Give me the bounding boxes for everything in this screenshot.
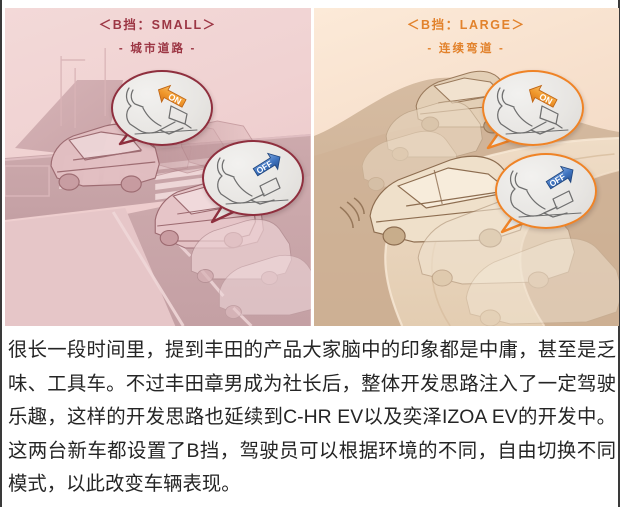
bubble-large-on[interactable]: ON — [482, 70, 584, 146]
badge-off-large: OFF — [543, 165, 577, 191]
caption-block: 很长一段时间里，提到丰田的产品大家脑中的印象都是中庸，甚至是乏味、工具车。不过丰… — [2, 330, 620, 502]
badge-on-small: ON — [155, 84, 189, 110]
caption-text: 很长一段时间里，提到丰田的产品大家脑中的印象都是中庸，甚至是乏味、工具车。不过丰… — [8, 339, 616, 495]
bubble-small-off-inner — [204, 142, 302, 214]
badge-on-large: ON — [526, 84, 560, 110]
badge-off-small: OFF — [250, 152, 284, 178]
bubble-large-off[interactable]: OFF — [495, 153, 597, 229]
foot-off-accelerator-pedal-icon — [509, 170, 582, 218]
foot-on-accelerator-pedal-icon — [125, 87, 198, 135]
bubble-large-on-inner — [484, 72, 582, 144]
illustration-figure: ＜B挡：SMALL＞ - 城市道路 - — [2, 8, 620, 326]
foot-on-accelerator-pedal-icon — [496, 87, 569, 135]
bubble-small-off[interactable]: OFF — [202, 140, 304, 216]
bubble-small-on-inner — [113, 72, 211, 144]
bubble-large-off-inner — [497, 155, 595, 227]
bubble-small-on[interactable]: ON — [111, 70, 213, 146]
foot-off-accelerator-pedal-icon — [216, 157, 289, 205]
